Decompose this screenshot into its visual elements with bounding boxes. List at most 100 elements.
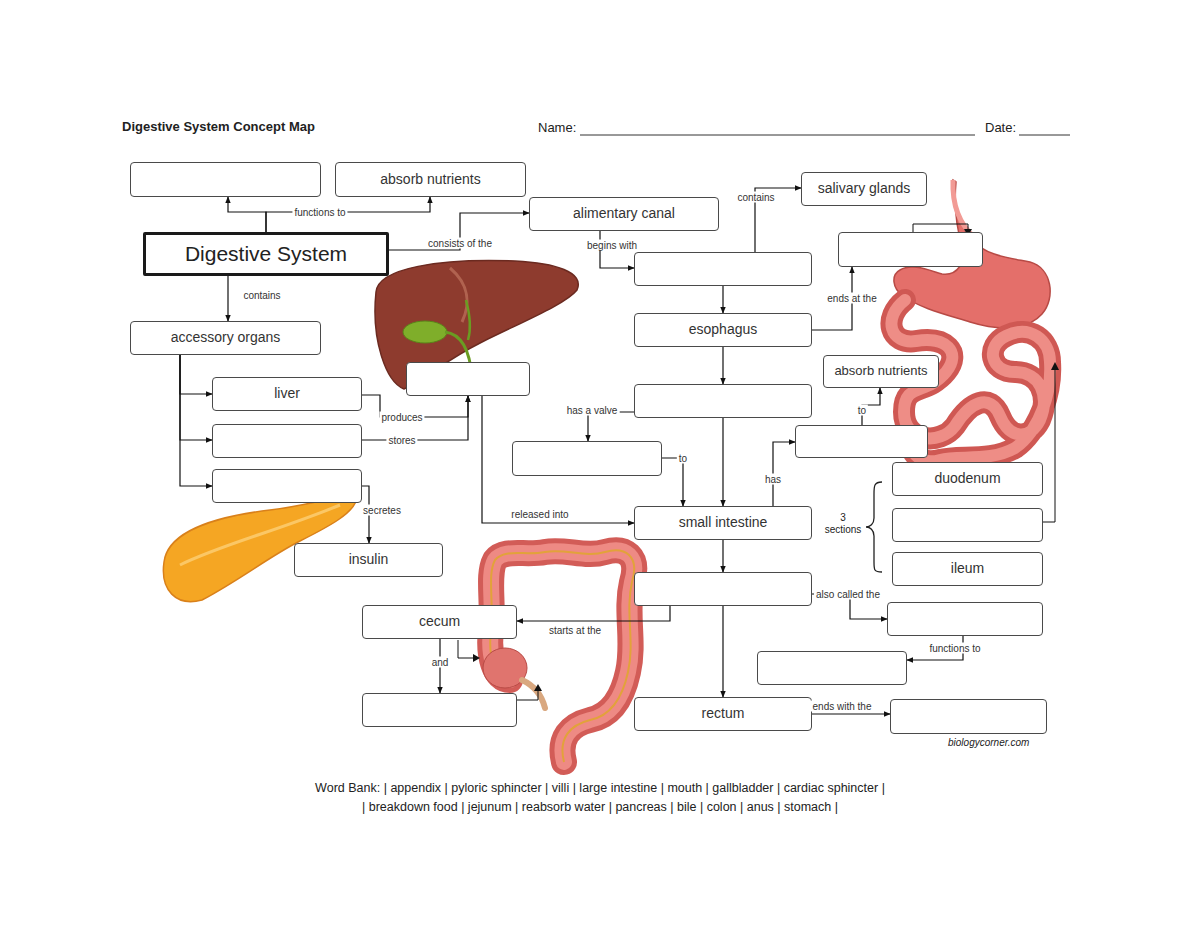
box-text: alimentary canal (573, 206, 675, 221)
concept-box: absorb nutrients (823, 355, 939, 388)
large-intestine-illustration (483, 550, 634, 762)
concept-box: small intestine (634, 506, 812, 540)
box-text: Digestive System (185, 242, 347, 265)
concept-box (890, 699, 1047, 734)
concept-box (795, 425, 928, 458)
appendix-shape (522, 680, 545, 708)
name-underline (580, 135, 975, 136)
date-underline (1019, 135, 1070, 136)
leader-head (1051, 362, 1059, 370)
word-bank: | breakdown food | jejunum | reabsorb wa… (200, 800, 1000, 814)
box-text: absorb nutrients (380, 172, 480, 187)
link-label: starts at the (547, 625, 603, 636)
jejunum-leader (1043, 368, 1055, 522)
concept-box (406, 362, 530, 396)
box-text: accessory organs (171, 330, 281, 345)
box-text: rectum (702, 706, 745, 721)
box-text: salivary glands (818, 181, 911, 196)
connector-arrow (812, 713, 890, 714)
concept-box: esophagus (634, 313, 812, 347)
connector-arrow (180, 355, 212, 440)
main-concept-box: Digestive System (143, 232, 389, 276)
connector-arrow (389, 213, 529, 250)
box-text: absorb nutrients (834, 364, 927, 378)
source-credit: biologycorner.com (948, 737, 1058, 749)
link-label: begins with (585, 240, 639, 251)
connector-arrow (722, 418, 723, 506)
box-text: cecum (419, 614, 460, 629)
connector-arrow (588, 412, 634, 441)
concept-box: absorb nutrients (335, 162, 526, 197)
form-field-label: Name: (538, 121, 578, 136)
stomach-highlight (953, 180, 975, 238)
concept-box: insulin (294, 543, 443, 577)
concept-box (212, 469, 362, 503)
concept-box (130, 162, 321, 197)
connector-arrow (662, 458, 683, 506)
concept-box (757, 651, 907, 685)
connector-arrow (180, 355, 212, 394)
link-label: produces (379, 412, 424, 423)
link-label: secretes (361, 505, 403, 516)
concept-box (212, 424, 362, 458)
connector-arrow (722, 286, 723, 313)
appendix-leader (517, 690, 538, 700)
connector-arrow (722, 540, 723, 572)
box-text: liver (274, 386, 300, 401)
box-text: insulin (349, 552, 389, 567)
link-label: ends with the (811, 701, 874, 712)
link-label: has (763, 474, 783, 485)
form-field-label: Date: (985, 121, 1019, 136)
stomach-leader (913, 224, 968, 232)
leader-head (534, 684, 542, 691)
link-label: released into (509, 509, 570, 520)
concept-box (634, 252, 812, 286)
link-label: to (856, 405, 868, 416)
link-label: stores (386, 435, 417, 446)
connector-arrow (228, 197, 266, 232)
box-text: duodenum (934, 471, 1000, 486)
leader-head (473, 654, 480, 662)
concept-box (362, 693, 517, 727)
connector-arrow (362, 396, 468, 440)
concept-box: accessory organs (130, 321, 321, 355)
cecum-leader (458, 640, 474, 658)
concept-box: ileum (892, 552, 1043, 586)
sections-brace (866, 482, 882, 572)
leader-lines (458, 224, 1055, 700)
concept-box (512, 441, 662, 476)
concept-box: rectum (634, 697, 812, 731)
link-label: and (430, 657, 451, 668)
concept-box (892, 508, 1043, 542)
gallbladder-shape (403, 321, 447, 343)
link-label: has a valve (565, 405, 620, 416)
link-label: ends at the (825, 293, 878, 304)
connector-arrow (517, 606, 670, 621)
box-text: esophagus (689, 322, 758, 337)
concept-box: cecum (362, 605, 517, 639)
word-bank: Word Bank: | appendix | pyloric sphincte… (200, 781, 1000, 795)
liver-ligament (450, 268, 467, 322)
connector-arrow (266, 197, 430, 232)
concept-box (838, 232, 983, 267)
connector-arrow (227, 276, 228, 321)
link-label: to (677, 453, 689, 464)
concept-box: alimentary canal (529, 197, 719, 231)
box-text: small intestine (679, 515, 768, 530)
link-label: contains (241, 290, 282, 301)
concept-box: liver (212, 377, 362, 411)
connector-arrow (722, 347, 723, 384)
connector-arrow (180, 355, 212, 486)
link-label: contains (735, 192, 776, 203)
brace-label: 3 sections (823, 512, 863, 535)
leader-heads (473, 229, 1059, 691)
link-label: functions to (292, 207, 347, 218)
link-label: consists of the (426, 238, 494, 249)
concept-box (634, 572, 812, 606)
concept-box: duodenum (892, 462, 1043, 496)
concept-box (634, 384, 812, 418)
stomach-intestine-illustration (891, 180, 1050, 461)
link-label: functions to (927, 643, 982, 654)
